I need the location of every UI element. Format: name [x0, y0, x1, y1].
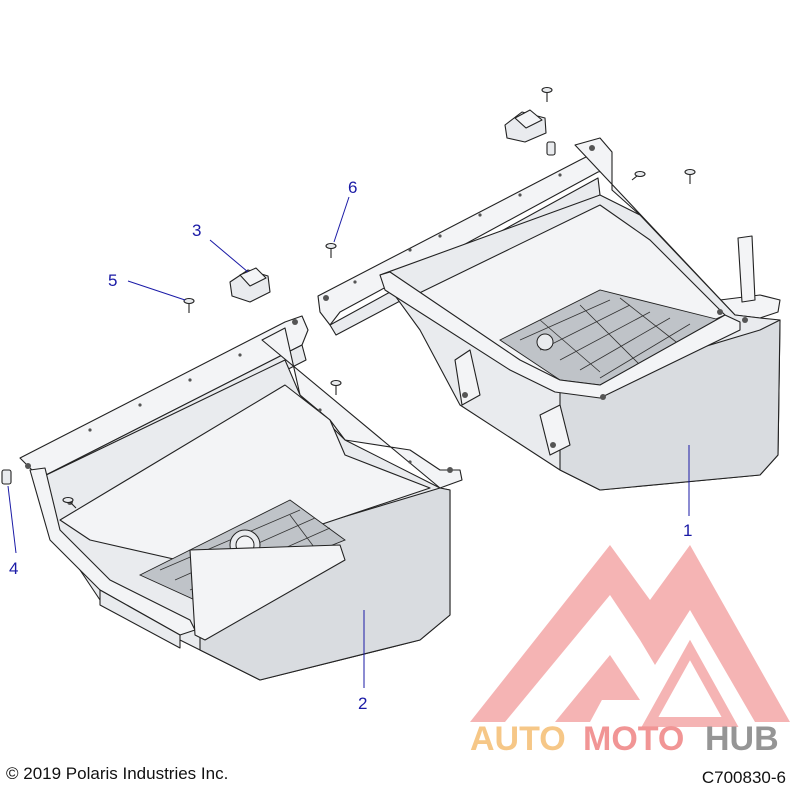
leader-6	[333, 196, 350, 243]
watermark-auto: AUTO	[470, 720, 566, 758]
watermark-text: AUTO MOTO HUB	[470, 720, 779, 758]
part-4-clip-nut	[1, 141, 556, 485]
callout-5: 5	[108, 271, 117, 290]
part-3-latch-bracket	[229, 109, 547, 303]
watermark-moto: MOTO	[583, 720, 684, 758]
callout-4: 4	[9, 559, 18, 578]
leader-5	[127, 280, 186, 301]
part-2-left-storage-tub	[19, 315, 463, 681]
callout-1: 1	[683, 521, 692, 540]
leader-4	[7, 485, 17, 554]
callout-2: 2	[358, 694, 367, 713]
callout-6: 6	[348, 178, 357, 197]
watermark-logo	[470, 545, 790, 727]
drawing-code: C700830-6	[701, 768, 786, 787]
part-1-right-storage-tub	[317, 137, 781, 491]
part-6-screw	[325, 86, 696, 395]
callout-3: 3	[192, 221, 201, 240]
copyright-text: © 2019 Polaris Industries Inc.	[6, 764, 229, 783]
watermark-hub: HUB	[705, 720, 779, 758]
leader-3	[209, 239, 249, 273]
part-5-screw	[62, 170, 646, 509]
